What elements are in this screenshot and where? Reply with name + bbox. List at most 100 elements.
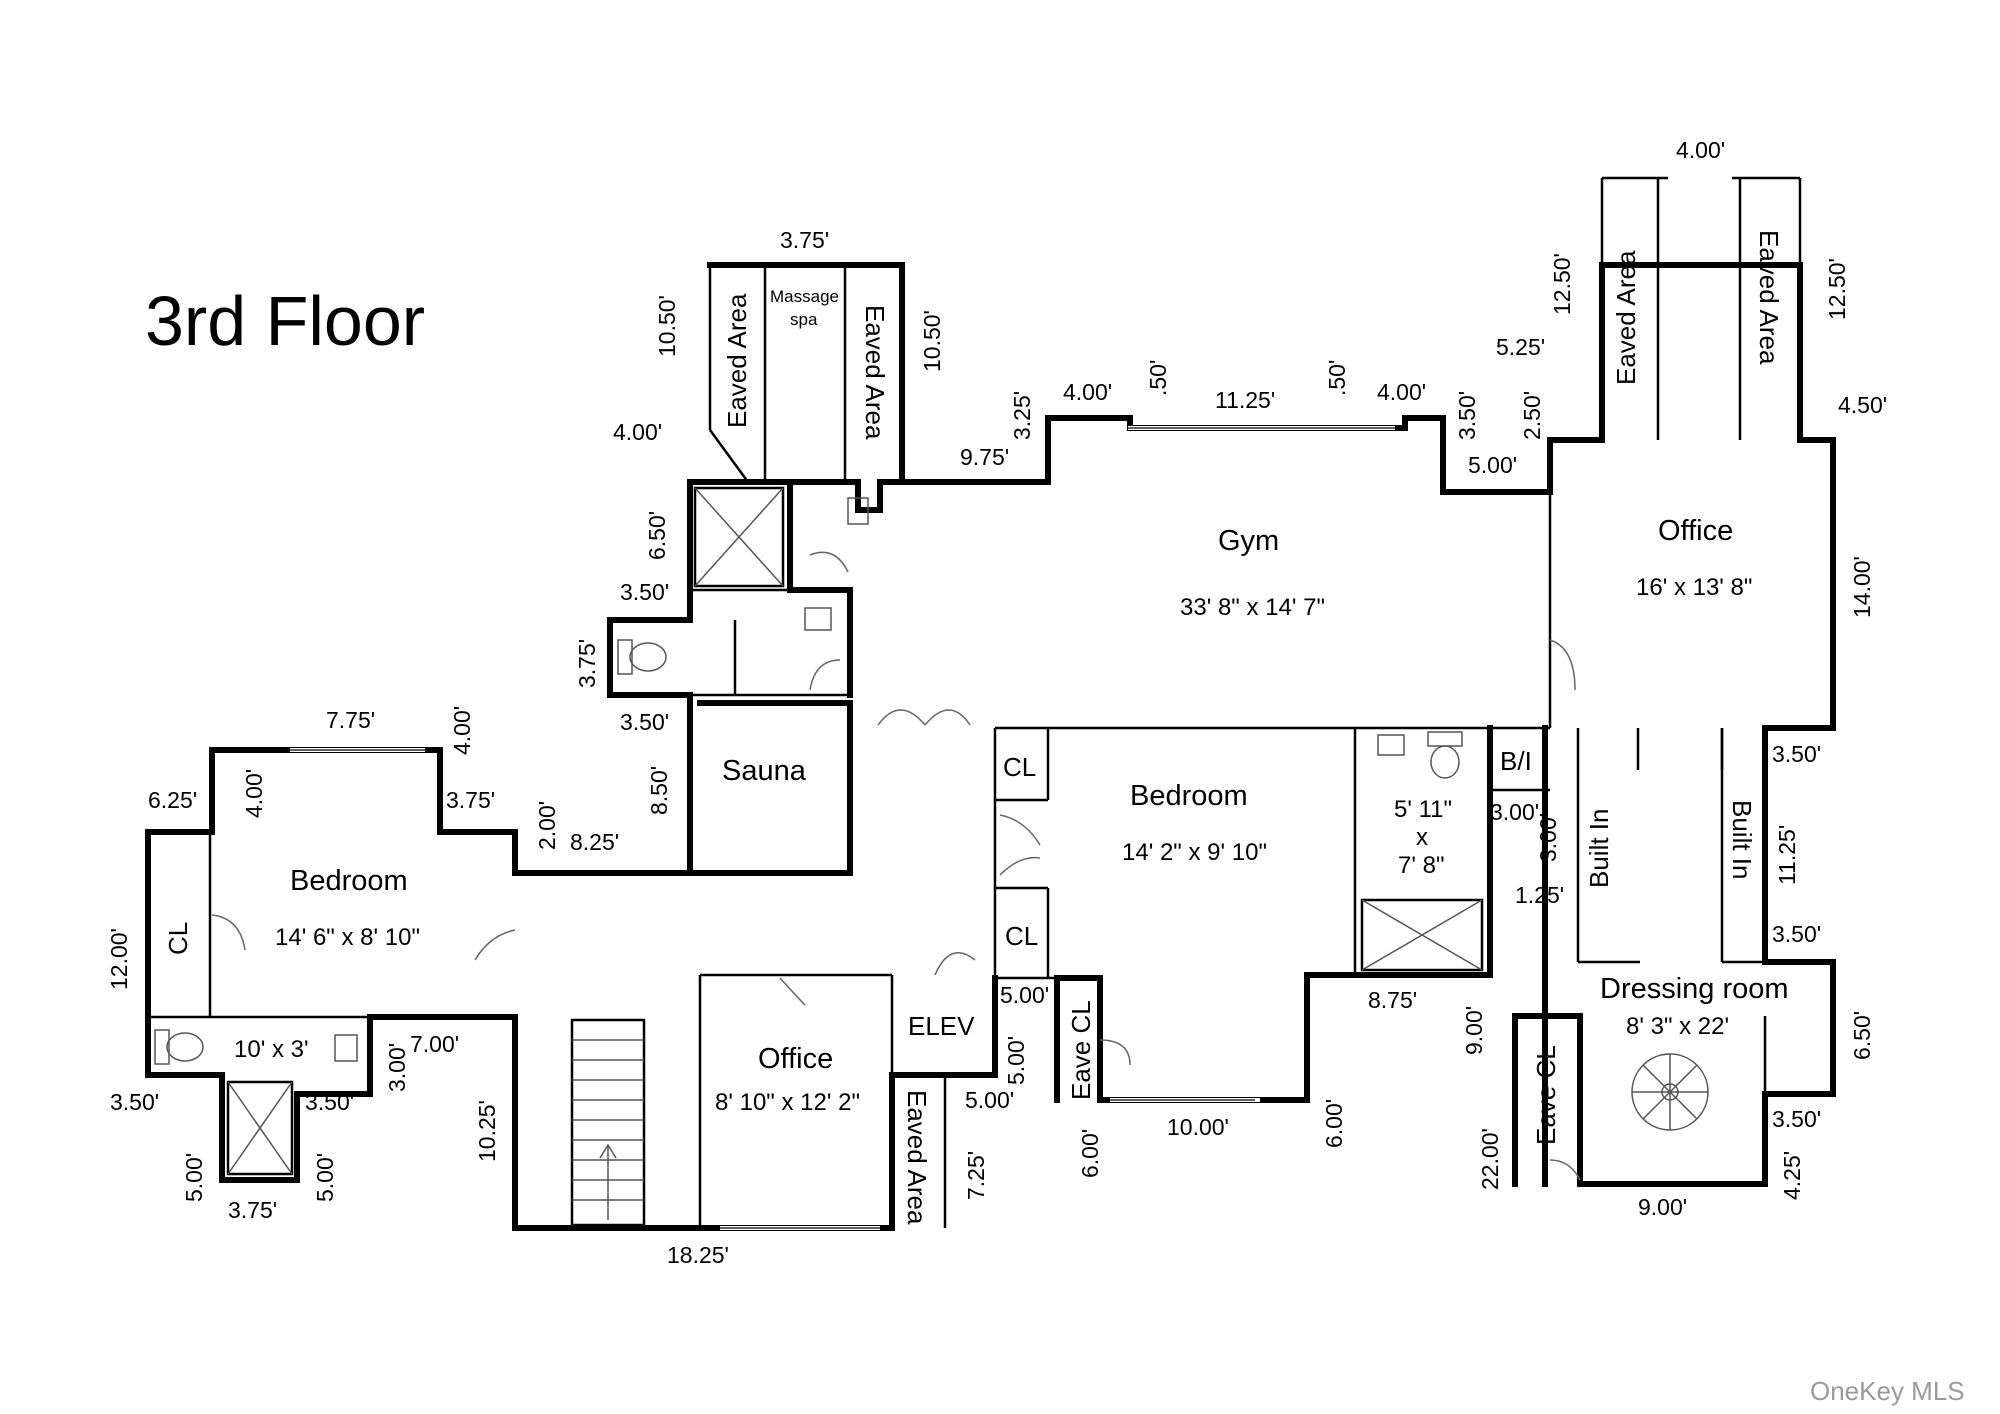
wall-left-structure — [145, 479, 998, 1231]
room-elev-label: ELEV — [908, 1011, 975, 1041]
dimension-label: 10.50' — [654, 295, 680, 357]
door-arc — [934, 951, 976, 976]
dimension-label: 3.00' — [384, 1043, 410, 1092]
dimension-label: .50' — [1324, 360, 1350, 396]
room-eave-cl-center: Eave CL — [1066, 1000, 1096, 1100]
massage-spa-label-1: Massage — [770, 287, 839, 306]
dimension-label: 6.25' — [148, 787, 197, 813]
dimension-label: 4.25' — [1779, 1151, 1805, 1200]
door-arc — [1099, 1039, 1131, 1066]
dimension-label: 3.50' — [1772, 1106, 1821, 1132]
dimension-label: 3.50' — [305, 1089, 354, 1115]
door-arc — [809, 551, 849, 573]
shower-icon — [693, 486, 785, 588]
dimension-label: 10.00' — [1167, 1114, 1229, 1140]
dimension-label: 2.50' — [1519, 391, 1545, 440]
eaved-top-mid-label: Eaved Area — [860, 305, 890, 440]
dimension-label: 8.75' — [1368, 987, 1417, 1013]
room-cl-center-bottom: CL — [1005, 921, 1038, 951]
shower-icon — [226, 1080, 294, 1176]
spiral-stair-icon — [1631, 1053, 1709, 1131]
dimension-label: 5.00' — [1003, 1036, 1029, 1085]
dimension-label: 8.25' — [570, 829, 619, 855]
dimension-label: 9.75' — [960, 444, 1009, 470]
dimension-label: 3.50' — [620, 579, 669, 605]
dimension-label: 3.75' — [228, 1197, 277, 1223]
floor-title: 3rd Floor — [145, 282, 425, 360]
door-arc — [1549, 1159, 1581, 1181]
door-arc — [924, 709, 971, 726]
dimension-label: 3.75' — [780, 227, 829, 253]
door-arc — [999, 814, 1041, 846]
dimension-label: 6.00' — [1077, 1129, 1103, 1178]
dimension-label: 4.00' — [449, 706, 475, 755]
door-arc — [474, 929, 516, 961]
dimension-label: 7.25' — [963, 1151, 989, 1200]
dimension-label: 5.00' — [1000, 982, 1049, 1008]
room-office-right-label: Office — [1658, 515, 1733, 547]
dimension-label: 3.50' — [1772, 741, 1821, 767]
room-gym-label: Gym — [1218, 525, 1279, 557]
doors — [211, 551, 1581, 1181]
dimension-label: 9.00' — [1638, 1194, 1687, 1220]
dimension-label: 14.00' — [1849, 556, 1875, 618]
dimension-label: 4.00' — [1377, 379, 1426, 405]
room-dressing-label: Dressing room — [1600, 973, 1789, 1005]
stairs-icon — [570, 1018, 646, 1227]
room-bi-label: B/I — [1500, 746, 1532, 776]
eaved-right-1-label: Eaved Area — [1611, 250, 1641, 385]
bath-left-size: 10' x 3' — [234, 1036, 309, 1063]
dimension-label: 10.50' — [919, 310, 945, 372]
dimension-label: 6.50' — [1849, 1011, 1875, 1060]
room-gym-size: 33' 8" x 14' 7" — [1180, 594, 1325, 621]
dimension-label: 11.25' — [1215, 387, 1275, 413]
eaved-right-2-label: Eaved Area — [1754, 230, 1784, 365]
door-arc — [999, 856, 1041, 876]
dimension-label: 7.75' — [326, 707, 375, 733]
dimension-label: 3.25' — [1009, 391, 1035, 440]
massage-spa-label-2: spa — [790, 310, 818, 329]
shower-icon — [1360, 898, 1484, 972]
sink-icon — [334, 1034, 358, 1062]
bath-center-size-3: 7' 8" — [1398, 852, 1444, 879]
dimension-label: 5.00' — [181, 1153, 207, 1202]
dimension-label: 3.50' — [110, 1089, 159, 1115]
room-office-bottom-label: Office — [758, 1043, 833, 1075]
built-in-2-label: Built In — [1727, 800, 1757, 880]
dimension-label: 12.00' — [106, 928, 132, 990]
door-arc — [877, 709, 926, 726]
eaved-bottom-label: Eaved Area — [902, 1090, 932, 1225]
room-bedroom-center-size: 14' 2" x 9' 10" — [1122, 839, 1267, 866]
room-cl-center-top: CL — [1003, 752, 1036, 782]
dimension-label: 4.00' — [613, 419, 662, 445]
built-in-1-label: Built In — [1584, 809, 1614, 889]
sink-icon — [847, 497, 869, 525]
door-arc — [211, 914, 246, 951]
room-eave-cl-right: Eave CL — [1531, 1045, 1561, 1145]
dimension-label: 6.00' — [1321, 1099, 1347, 1148]
room-office-bottom-size: 8' 10" x 12' 2" — [715, 1089, 860, 1116]
room-bedroom-left-size: 14' 6" x 8' 10" — [275, 924, 420, 951]
dimension-label: 6.50' — [644, 511, 670, 560]
room-cl-left: CL — [163, 922, 193, 955]
dimension-label: 8.50' — [646, 766, 672, 815]
dimension-label: 4.50' — [1838, 392, 1887, 418]
sink-icon — [1377, 734, 1405, 756]
dimension-label: 1.25' — [1515, 882, 1564, 908]
dimension-label: 2.00' — [534, 801, 560, 850]
dimension-label: 5.00' — [965, 1087, 1014, 1113]
toilet-icon — [617, 639, 633, 675]
dimension-label: 3.00' — [1535, 813, 1561, 862]
room-bedroom-center-label: Bedroom — [1130, 780, 1248, 812]
dimension-label: 10.25' — [474, 1100, 500, 1162]
dimension-label: 4.00' — [1063, 379, 1112, 405]
dimension-label: 18.25' — [667, 1242, 729, 1268]
dimension-label: 4.00' — [1676, 137, 1725, 163]
toilet-icon — [1427, 731, 1463, 747]
dimension-label: 3.75' — [446, 787, 495, 813]
windows — [290, 176, 1732, 1230]
dimension-label: 5.00' — [1468, 452, 1517, 478]
eaved-top-left-label: Eaved Area — [722, 293, 752, 428]
dimension-label: 3.50' — [1454, 391, 1480, 440]
